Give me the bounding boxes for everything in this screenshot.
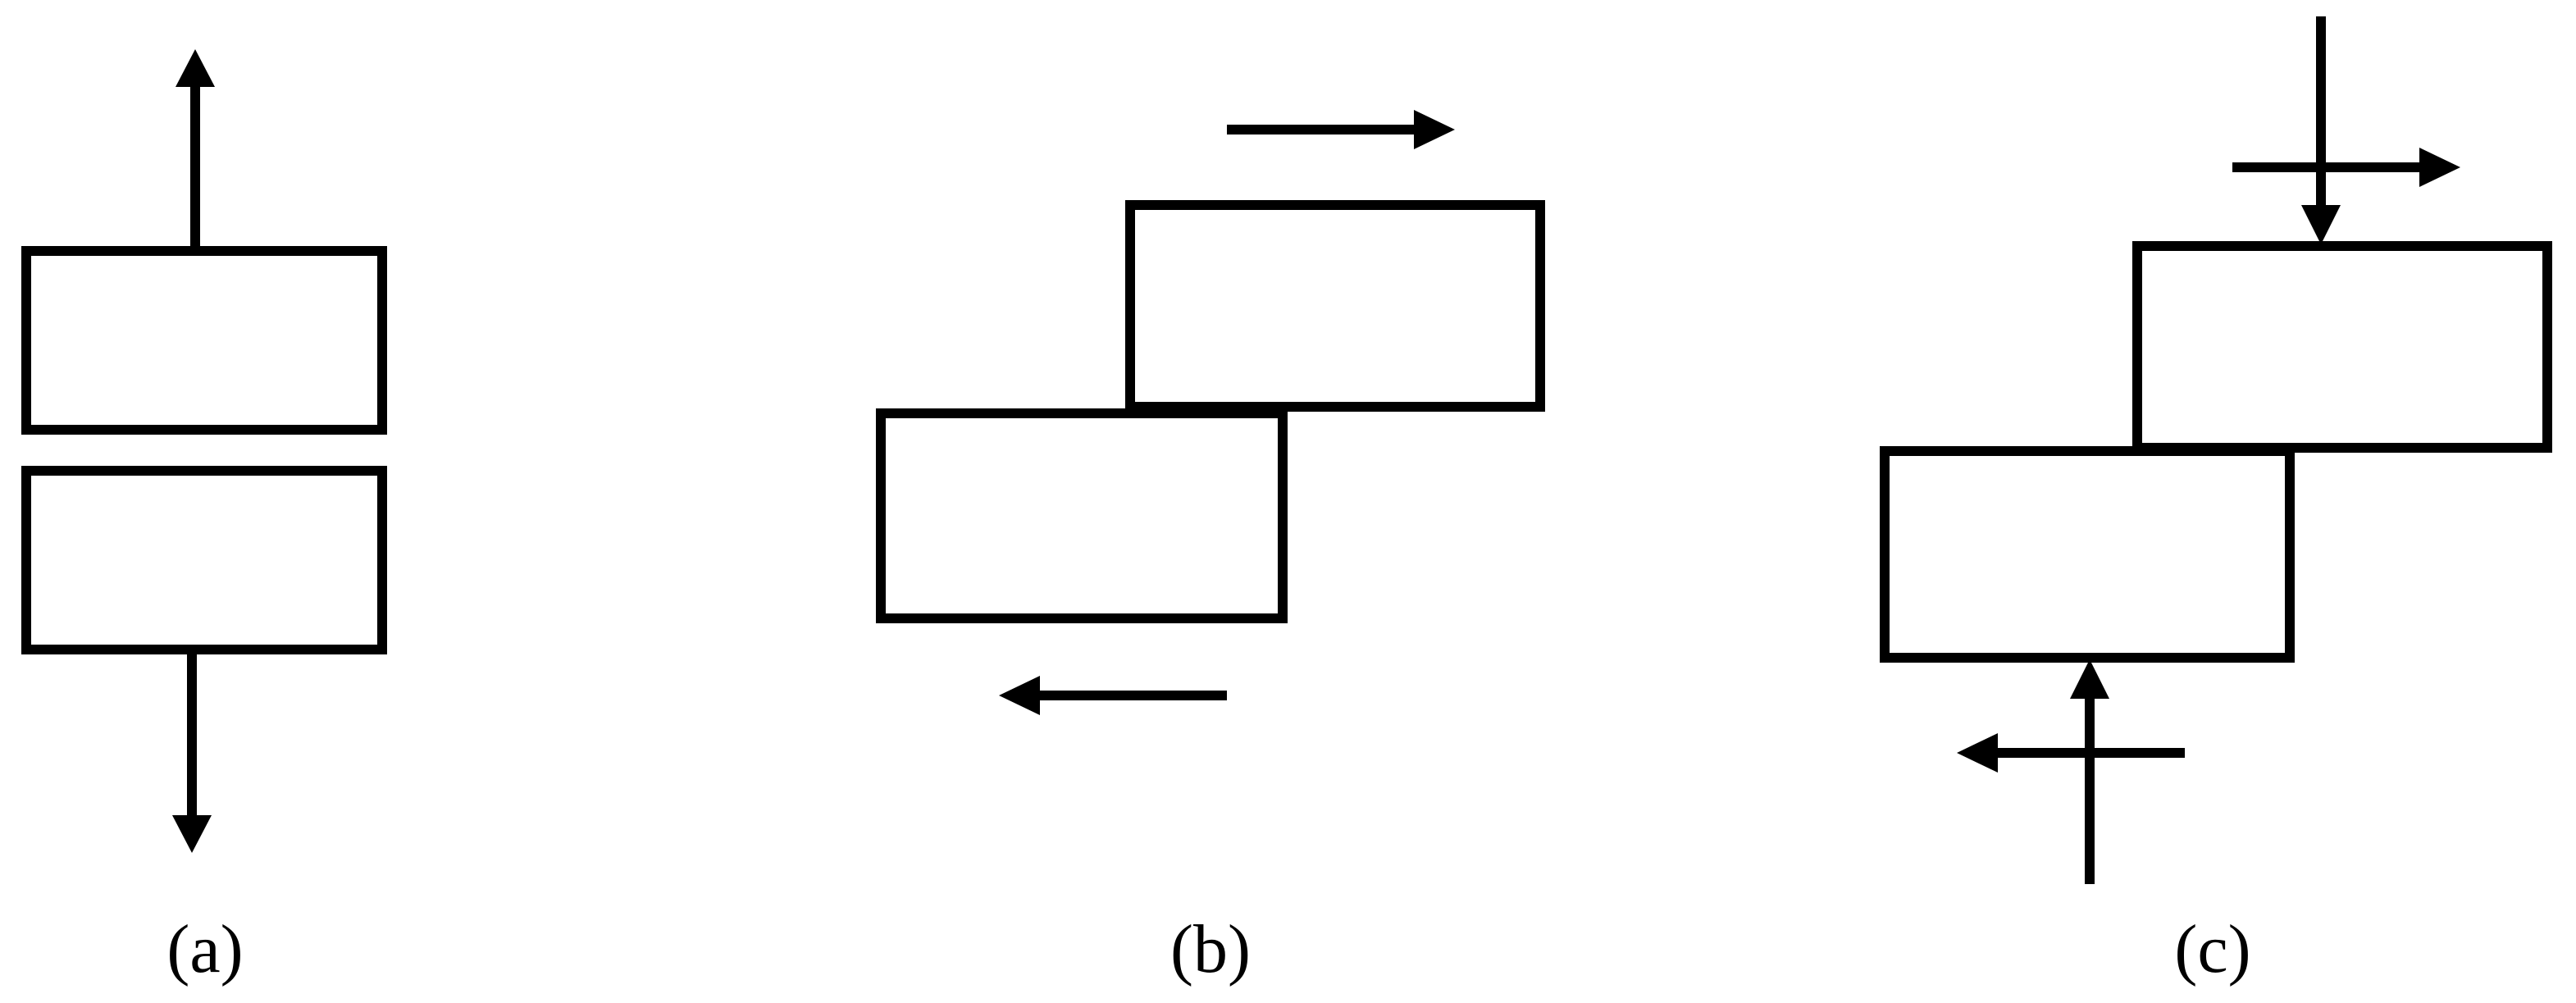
panel-b-right-arrow-icon — [1227, 110, 1455, 149]
panel-c-top-down-arrow-icon — [2301, 16, 2341, 244]
panel-c-caption: (c) — [2174, 911, 2250, 987]
panel-a-caption: (a) — [166, 911, 243, 987]
panel-b-caption: (b) — [1170, 911, 1251, 987]
panel-a-down-arrow-icon — [172, 650, 212, 853]
panel-a-upper-block — [21, 246, 387, 435]
panel-b-upper-block — [1125, 200, 1545, 412]
panel-a: (a) — [21, 49, 387, 987]
panel-b-left-arrow-icon — [999, 676, 1227, 715]
panel-b: (b) — [876, 110, 1545, 987]
panel-b-lower-block — [876, 408, 1288, 623]
panel-c-upper-block — [2132, 241, 2552, 453]
panel-c-bottom-up-arrow-icon — [2070, 659, 2109, 884]
panel-c: (c) — [1880, 16, 2552, 987]
panel-a-up-arrow-icon — [176, 49, 215, 251]
panel-c-bottom-left-arrow-icon — [1957, 733, 2185, 773]
panel-a-lower-block — [21, 466, 387, 654]
panel-c-top-right-arrow-icon — [2232, 148, 2460, 187]
panel-c-lower-block — [1880, 446, 2295, 663]
